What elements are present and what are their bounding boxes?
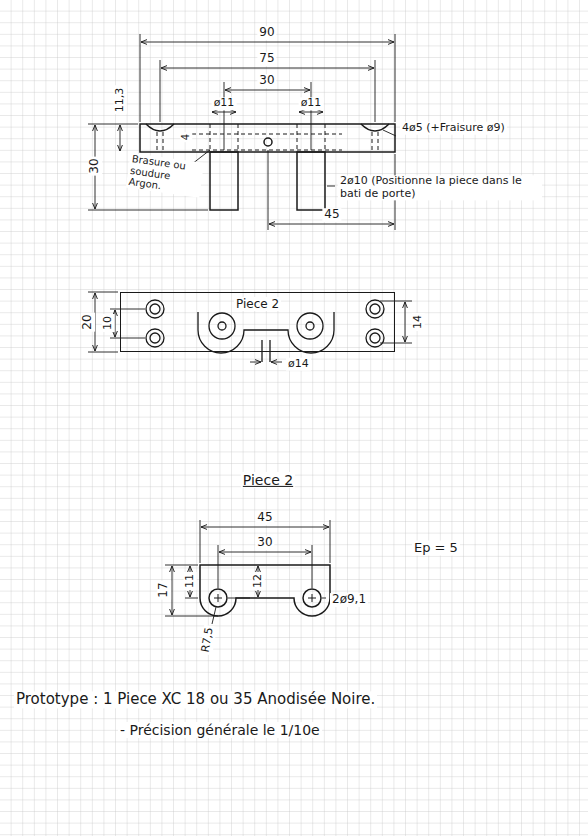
dimension: 14 <box>412 313 425 331</box>
dimension: 30 <box>88 156 102 175</box>
note: Prototype : 1 Piece XC 18 ou 35 Anodisée… <box>14 691 377 708</box>
dimension: 20 <box>81 312 95 331</box>
dimension: 11,3 <box>114 86 127 115</box>
dimension: Ep = 5 <box>412 541 460 556</box>
dimension: ø11 <box>299 97 324 110</box>
dimension: 4 <box>180 132 192 142</box>
dimension: ø14 <box>286 358 311 371</box>
dimension: 2ø10 (Positionne la piece dans le bati d… <box>338 175 542 200</box>
dimension: ø11 <box>212 97 237 110</box>
dimension: 90 <box>257 26 276 40</box>
dimension: 11 <box>184 572 197 590</box>
dimension: 30 <box>255 536 274 550</box>
note: - Précision générale le 1/10e <box>118 722 322 738</box>
dimension: 12 <box>252 572 265 590</box>
top-dimensions <box>88 292 412 362</box>
dimension: 2ø9,1 <box>330 593 368 607</box>
dimension: Piece 2 <box>241 472 295 488</box>
piece-2-view <box>200 565 330 616</box>
top-view-outline: Piece 2 <box>120 292 395 352</box>
dimension: 30 <box>257 74 276 88</box>
dimension: 45 <box>255 511 274 525</box>
dimension: 17 <box>157 580 171 599</box>
hidden-lines <box>157 124 378 152</box>
dimension: 75 <box>257 52 276 66</box>
dimension: 4ø5 (+Fraisure ø9) <box>400 122 507 135</box>
part-name: Piece 2 <box>234 297 281 311</box>
dimension: 45 <box>322 208 341 222</box>
dimension: 10 <box>102 314 115 332</box>
piece-2-dimensions <box>165 520 330 624</box>
